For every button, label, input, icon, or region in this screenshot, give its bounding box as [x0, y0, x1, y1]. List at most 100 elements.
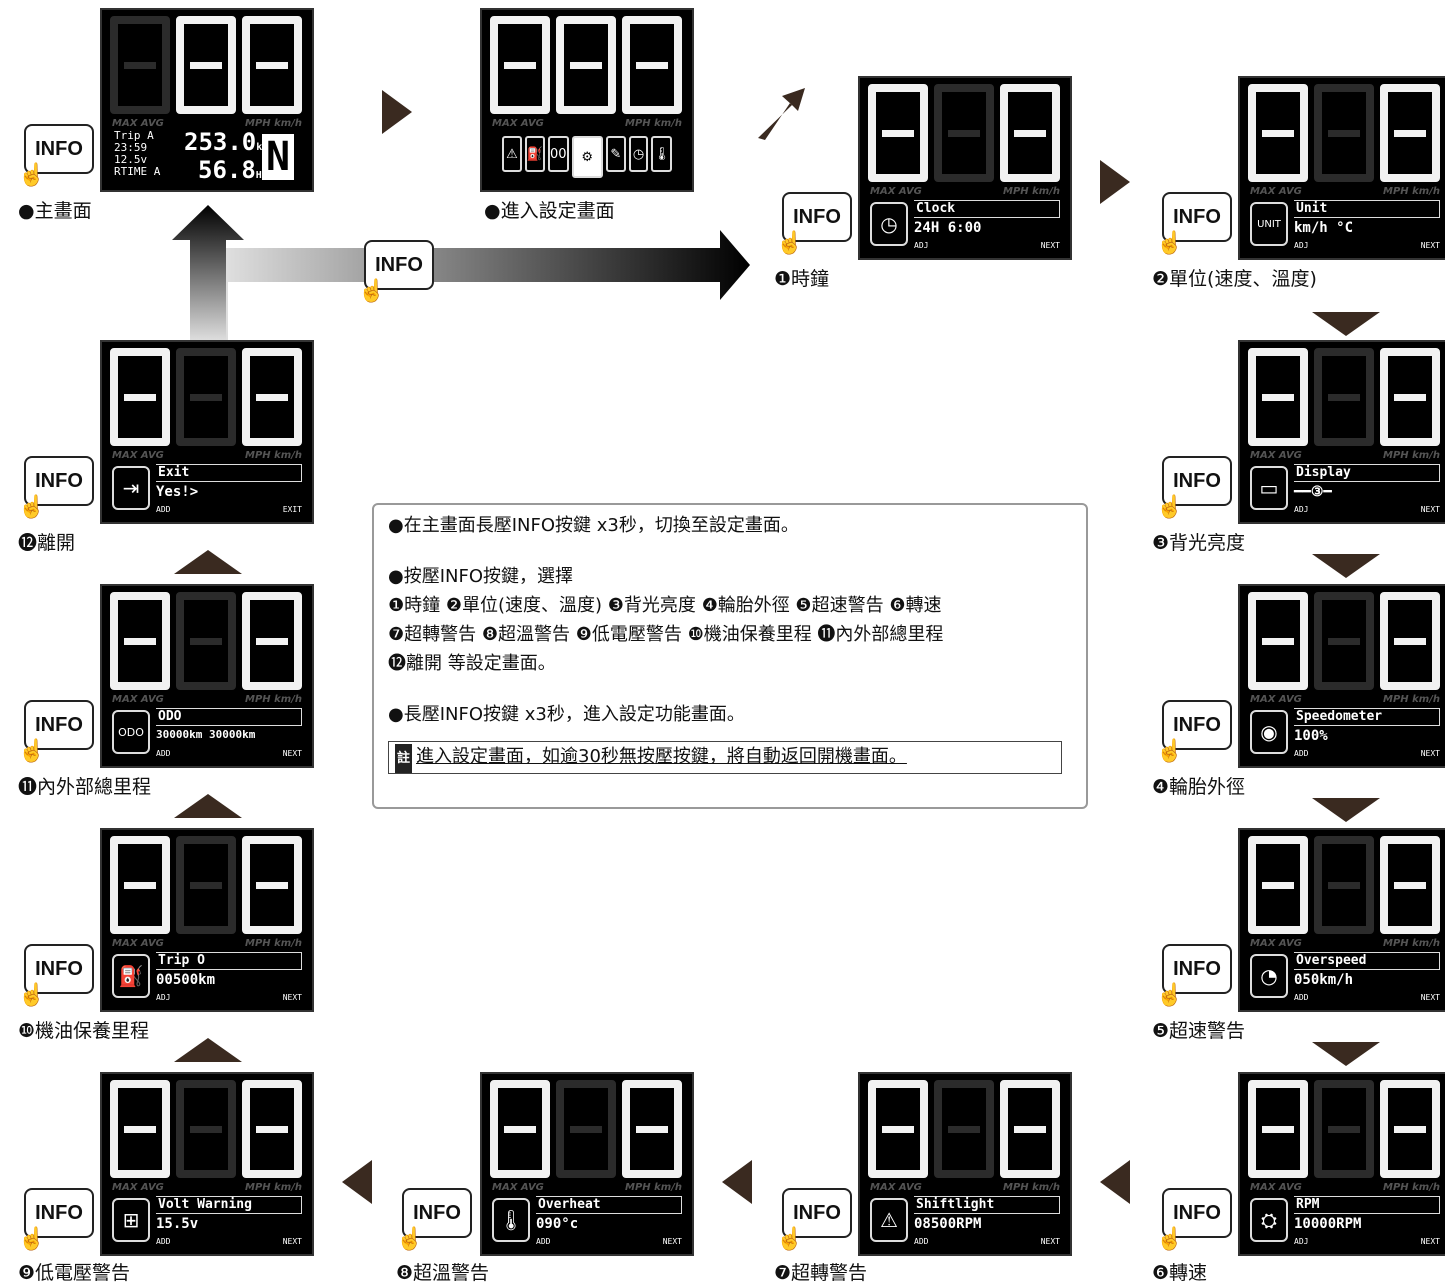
info-button[interactable]: INFO☝: [1156, 944, 1232, 1007]
arrow-up: [174, 1038, 242, 1062]
caption-s12: ⓬離開: [18, 532, 76, 554]
arrow-left: [342, 1160, 372, 1204]
info-button[interactable]: INFO☝: [18, 944, 94, 1007]
note-line: ❼超轉警告 ❽超溫警告 ❾低電壓警告 ❿機油保養里程 ⓫內外部總里程: [388, 624, 944, 645]
caption-s5: ❺超速警告: [1152, 1020, 1246, 1042]
caption-s1: ❶時鐘: [774, 268, 830, 290]
clock-icon: ◷: [870, 202, 908, 246]
rtime-label: RTIME A: [114, 165, 161, 178]
warning-icon: ⚠: [502, 136, 522, 172]
mini-label: MAX AVG: [112, 118, 164, 129]
battery-icon: ⊞: [112, 1198, 150, 1242]
note-line: ●在主畫面長壓INFO按鍵 x3秒，切換至設定畫面。: [388, 515, 799, 536]
setting-title: Volt Warning: [156, 1196, 302, 1214]
setting-value: 24H 6:00: [914, 220, 982, 236]
caption-main: ●主畫面: [18, 200, 92, 222]
caption-s6: ❻轉速: [1152, 1262, 1208, 1284]
counter-icon: 00: [548, 136, 569, 172]
note-line: ⓬離開 等設定畫面。: [388, 653, 556, 674]
speed-value: 56.8H: [198, 156, 262, 184]
finger-icon: ☝: [18, 162, 46, 187]
info-button[interactable]: INFO☝: [18, 124, 94, 187]
diag-arrow: [758, 88, 805, 140]
caption-s4: ❹輪胎外徑: [1152, 776, 1246, 798]
speedometer-icon: ◷: [628, 136, 649, 172]
info-button[interactable]: INFO☝: [1156, 192, 1232, 255]
info-button-long-press[interactable]: INFO☝: [358, 240, 434, 303]
mini-label: MPH km/h: [245, 118, 302, 129]
note-line: ●按壓INFO按鍵，選擇: [388, 566, 574, 587]
digit: [490, 16, 550, 114]
info-button[interactable]: INFO☝: [396, 1188, 472, 1251]
instruction-box: ●在主畫面長壓INFO按鍵 x3秒，切換至設定畫面。 ●按壓INFO按鍵，選擇 …: [372, 503, 1088, 809]
arrow-up: [174, 550, 242, 574]
gear-indicator: N: [262, 134, 295, 180]
arrow-right: [1100, 160, 1130, 204]
display-icon: ▭: [1250, 466, 1288, 510]
info-button[interactable]: INFO☝: [18, 1188, 94, 1251]
setting-title: Speedometer: [1294, 708, 1440, 726]
notice-text: 進入設定畫面，如逾30秒無按壓按鍵，將自動返回開機畫面。: [416, 746, 907, 767]
shiftlight-icon: ⚠: [870, 1198, 908, 1242]
setting-value: 15.5v: [156, 1216, 199, 1232]
display-icon: ✎: [605, 136, 626, 172]
setting-title: Display: [1294, 464, 1440, 482]
arrow-down: [1312, 1042, 1380, 1066]
caption-s11: ⓫內外部總里程: [18, 776, 152, 798]
caption-s10: ❿機油保養里程: [18, 1020, 150, 1042]
setting-value: 050km/h: [1294, 972, 1354, 988]
caption-s9: ❾低電壓警告: [18, 1262, 131, 1284]
arrow-left: [1100, 1160, 1130, 1204]
digit: [622, 16, 682, 114]
setting-title: RPM: [1294, 1196, 1440, 1214]
notice-line: 註進入設定畫面，如逾30秒無按壓按鍵，將自動返回開機畫面。: [388, 741, 1062, 774]
main-trip-block: Trip A 23:59 12.5v RTIME A: [114, 130, 160, 178]
unit-icon: UNIT: [1250, 202, 1288, 246]
info-button[interactable]: INFO☝: [776, 1188, 852, 1251]
long-arrow-to-main: [172, 205, 244, 340]
info-button[interactable]: INFO☝: [1156, 1188, 1232, 1251]
info-button[interactable]: INFO☝: [1156, 700, 1232, 763]
info-button[interactable]: INFO☝: [18, 456, 94, 519]
info-button[interactable]: INFO☝: [1156, 456, 1232, 519]
volt-value: 12.5v: [114, 153, 148, 166]
overspeed-icon: ◔: [1250, 954, 1288, 998]
info-button[interactable]: INFO☝: [18, 700, 94, 763]
setting-value: Yes!>: [156, 484, 199, 500]
arrow-right: [382, 90, 412, 134]
caption-s7: ❼超轉警告: [774, 1262, 868, 1284]
setting-value: 08500RPM: [914, 1216, 982, 1232]
long-arrow-to-settings: [190, 230, 750, 340]
setting-title: Overheat: [536, 1196, 682, 1214]
notice-tag: 註: [395, 744, 413, 773]
digit: [176, 16, 236, 114]
info-button[interactable]: INFO☝: [776, 192, 852, 255]
arrow-up: [174, 794, 242, 818]
caption-s3: ❸背光亮度: [1152, 532, 1246, 554]
setting-title: Shiftlight: [914, 1196, 1060, 1214]
digit: [110, 16, 170, 114]
clock-value: 23:59: [114, 141, 148, 154]
digit: [556, 16, 616, 114]
caption-enter: ●進入設定畫面: [484, 200, 615, 222]
note-line: ●長壓INFO按鍵 x3秒，進入設定功能畫面。: [388, 704, 745, 725]
odo-icon: ODO: [112, 710, 150, 754]
setting-value: km/h °C: [1294, 220, 1354, 236]
setting-title: Exit: [156, 464, 302, 482]
setting-value: 100%: [1294, 728, 1328, 744]
oil-icon: ⛽: [112, 954, 150, 998]
settings-icons-row: ⚠ ⛽ 00 ⚙ ✎ ◷ 🌡: [502, 136, 672, 178]
